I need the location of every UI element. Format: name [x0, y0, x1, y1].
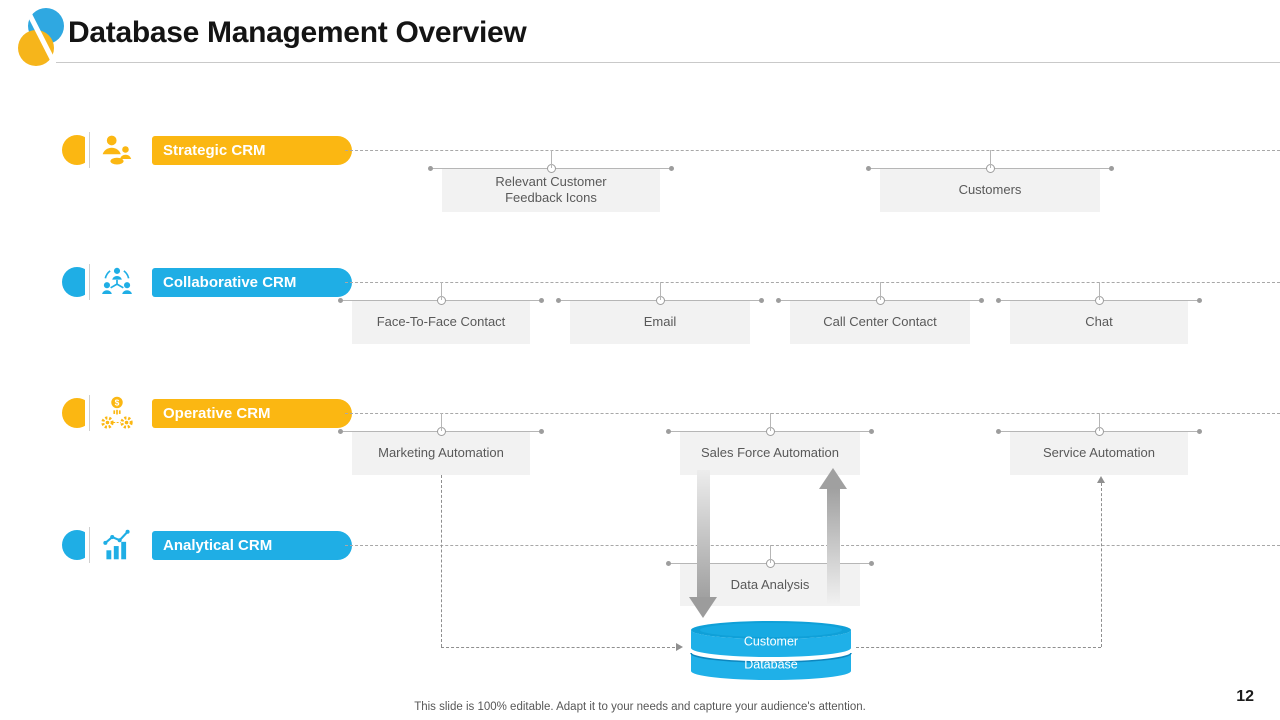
row-bracket-line: [89, 395, 90, 431]
footer-note: This slide is 100% editable. Adapt it to…: [414, 701, 866, 713]
node-marketing-automation[interactable]: Marketing Automation: [338, 413, 544, 475]
database-label-bottom: Database: [744, 658, 798, 672]
row-dashed-line: [345, 150, 1280, 151]
up-arrow-head: [819, 468, 847, 489]
connector-stub: [441, 282, 442, 300]
node-label: Data Analysis: [730, 576, 810, 592]
up-arrow-shaft: [827, 488, 840, 604]
svg-text:$: $: [115, 398, 120, 408]
pill-operative-crm[interactable]: Operative CRM: [152, 399, 352, 428]
connector-stub: [660, 282, 661, 300]
node-label: Sales Force Automation: [700, 445, 840, 460]
marketing-to-database-connector-horizontal: [441, 647, 675, 648]
node-sales-force-automation[interactable]: Sales Force Automation: [666, 413, 874, 475]
people-group-icon: [102, 135, 132, 165]
coin-gears-icon: $: [101, 396, 133, 429]
connector-stub: [1099, 413, 1100, 431]
node-label: Marketing Automation: [378, 445, 504, 460]
node-label: Customers: [958, 182, 1022, 197]
node-chat[interactable]: Chat: [996, 282, 1202, 344]
row-bracket-line: [89, 132, 90, 168]
people-network-icon: [102, 267, 132, 294]
row-bracket: [62, 530, 85, 560]
pill-strategic-crm[interactable]: Strategic CRM: [152, 136, 352, 165]
row-dashed-line: [345, 282, 1280, 283]
database-label-top: Customer: [744, 635, 798, 649]
company-logo-icon: [18, 5, 64, 71]
down-arrow-shaft: [697, 470, 710, 598]
row-bracket: [62, 398, 85, 428]
down-arrow-head: [689, 597, 717, 618]
node-label: Face-To-Face Contact: [376, 314, 506, 329]
connector-stub: [770, 413, 771, 431]
connector-stub: [770, 545, 771, 563]
row-bracket: [62, 135, 85, 165]
row-dashed-line: [345, 545, 1280, 546]
database-to-service-connector-horizontal: [856, 647, 1101, 648]
bar-chart-icon: [103, 529, 130, 560]
node-label: Email: [643, 314, 677, 329]
pill-analytical-crm[interactable]: Analytical CRM: [152, 531, 352, 560]
connector-stub: [880, 282, 881, 300]
node-label: Chat: [1085, 314, 1113, 329]
node-call-center-contact[interactable]: Call Center Contact: [776, 282, 984, 344]
connector-stub: [1099, 282, 1100, 300]
page-number: 12: [1236, 688, 1254, 705]
database-to-service-connector-vertical: [1101, 483, 1102, 647]
arrow-up-icon: [1097, 476, 1105, 483]
pill-collaborative-crm[interactable]: Collaborative CRM: [152, 268, 352, 297]
row-bracket-line: [89, 527, 90, 563]
node-relevant-customer-feedback[interactable]: Relevant Customer Feedback Icons: [428, 150, 674, 212]
customer-database-cylinder[interactable]: Customer Database: [688, 617, 854, 683]
title-divider: [56, 62, 1280, 63]
connector-stub: [441, 413, 442, 431]
row-bracket: [62, 267, 85, 297]
node-service-automation[interactable]: Service Automation: [996, 413, 1202, 475]
arrow-right-icon: [676, 642, 683, 651]
node-email[interactable]: Email: [556, 282, 764, 344]
node-customers[interactable]: Customers: [866, 150, 1114, 212]
node-label: Relevant Customer Feedback Icons: [495, 174, 607, 205]
row-bracket-line: [89, 264, 90, 300]
node-label: Service Automation: [1042, 445, 1155, 460]
connector-stub: [990, 150, 991, 168]
node-face-to-face-contact[interactable]: Face-To-Face Contact: [338, 282, 544, 344]
node-label: Call Center Contact: [823, 314, 937, 329]
row-dashed-line: [345, 413, 1280, 414]
connector-stub: [551, 150, 552, 168]
page-title: Database Management Overview: [68, 16, 527, 49]
marketing-to-database-connector-vertical: [441, 475, 442, 647]
